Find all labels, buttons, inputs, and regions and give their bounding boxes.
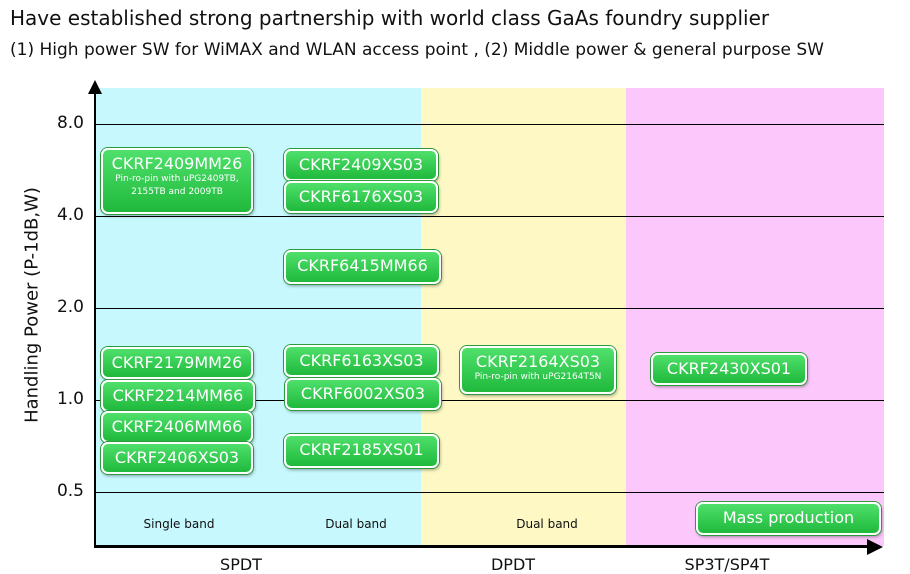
y-axis — [94, 92, 96, 548]
part-name: CKRF2430XS01 — [666, 359, 792, 378]
part-name: CKRF2409MM26 — [111, 154, 243, 173]
y-tick-label: 1.0 — [56, 389, 84, 409]
part-name: CKRF6415MM66 — [297, 256, 428, 275]
y-tick-label: 2.0 — [56, 297, 84, 317]
gridline-0-5 — [95, 492, 884, 493]
y-tick-label: 0.5 — [56, 481, 84, 501]
part-name: CKRF2179MM26 — [111, 353, 243, 372]
x-category-label: DPDT — [490, 555, 536, 574]
gridline-2 — [95, 308, 884, 309]
x-axis — [94, 545, 869, 548]
page-subtitle: (1) High power SW for WiMAX and WLAN acc… — [10, 40, 824, 60]
part-box: CKRF2406XS03 — [101, 442, 253, 474]
gridline-1 — [95, 400, 884, 401]
part-box: CKRF2409XS03 — [284, 149, 438, 181]
part-name: CKRF2214MM66 — [112, 386, 244, 405]
part-box: CKRF2409MM26 Pin-ro-pin with uPG2409TB, … — [101, 148, 253, 214]
part-name: CKRF2406XS03 — [114, 448, 240, 467]
part-note: Pin-ro-pin with uPG2164T5N — [474, 372, 602, 383]
legend-mass-production: Mass production — [696, 502, 881, 535]
part-box: CKRF2406MM66 — [101, 411, 253, 443]
part-note: Pin-ro-pin with uPG2409TB, 2155TB and 20… — [115, 174, 239, 197]
page-title: Have established strong partnership with… — [10, 6, 770, 30]
part-box: CKRF2164XS03 Pin-ro-pin with uPG2164T5N — [460, 346, 616, 394]
part-box: CKRF2179MM26 — [101, 347, 253, 379]
band-label: Dual band — [325, 517, 387, 531]
region-dpdt — [421, 88, 626, 546]
part-box: CKRF2185XS01 — [284, 434, 439, 468]
band-label: Dual band — [516, 517, 578, 531]
part-name: CKRF2185XS01 — [299, 440, 424, 459]
x-category-label: SP3T/SP4T — [684, 555, 770, 574]
part-box: CKRF6163XS03 — [284, 345, 439, 377]
y-axis-label: Handling Power (P-1dB,W) — [21, 187, 43, 423]
y-axis-arrow — [88, 80, 102, 94]
part-name: CKRF6163XS03 — [299, 351, 424, 370]
part-box: CKRF2430XS01 — [651, 353, 807, 385]
y-tick-label: 4.0 — [56, 205, 84, 225]
part-name: CKRF6176XS03 — [298, 187, 424, 206]
part-name: CKRF2164XS03 — [475, 352, 601, 371]
y-tick-label: 8.0 — [56, 113, 84, 133]
part-box: CKRF6415MM66 — [284, 250, 441, 284]
region-sp3t-sp4t — [626, 88, 884, 546]
part-name: CKRF2409XS03 — [298, 155, 424, 174]
gridline-4 — [95, 216, 884, 217]
part-name: CKRF6002XS03 — [300, 384, 426, 403]
x-category-label: SPDT — [220, 555, 262, 574]
legend-label: Mass production — [722, 508, 855, 527]
x-axis-arrow — [867, 539, 883, 555]
part-name: CKRF2406MM66 — [111, 417, 243, 436]
part-box: CKRF6176XS03 — [284, 181, 438, 213]
band-label: Single band — [143, 517, 215, 531]
gridline-8 — [95, 124, 884, 125]
part-box: CKRF2214MM66 — [101, 380, 255, 412]
part-box: CKRF6002XS03 — [285, 378, 441, 410]
